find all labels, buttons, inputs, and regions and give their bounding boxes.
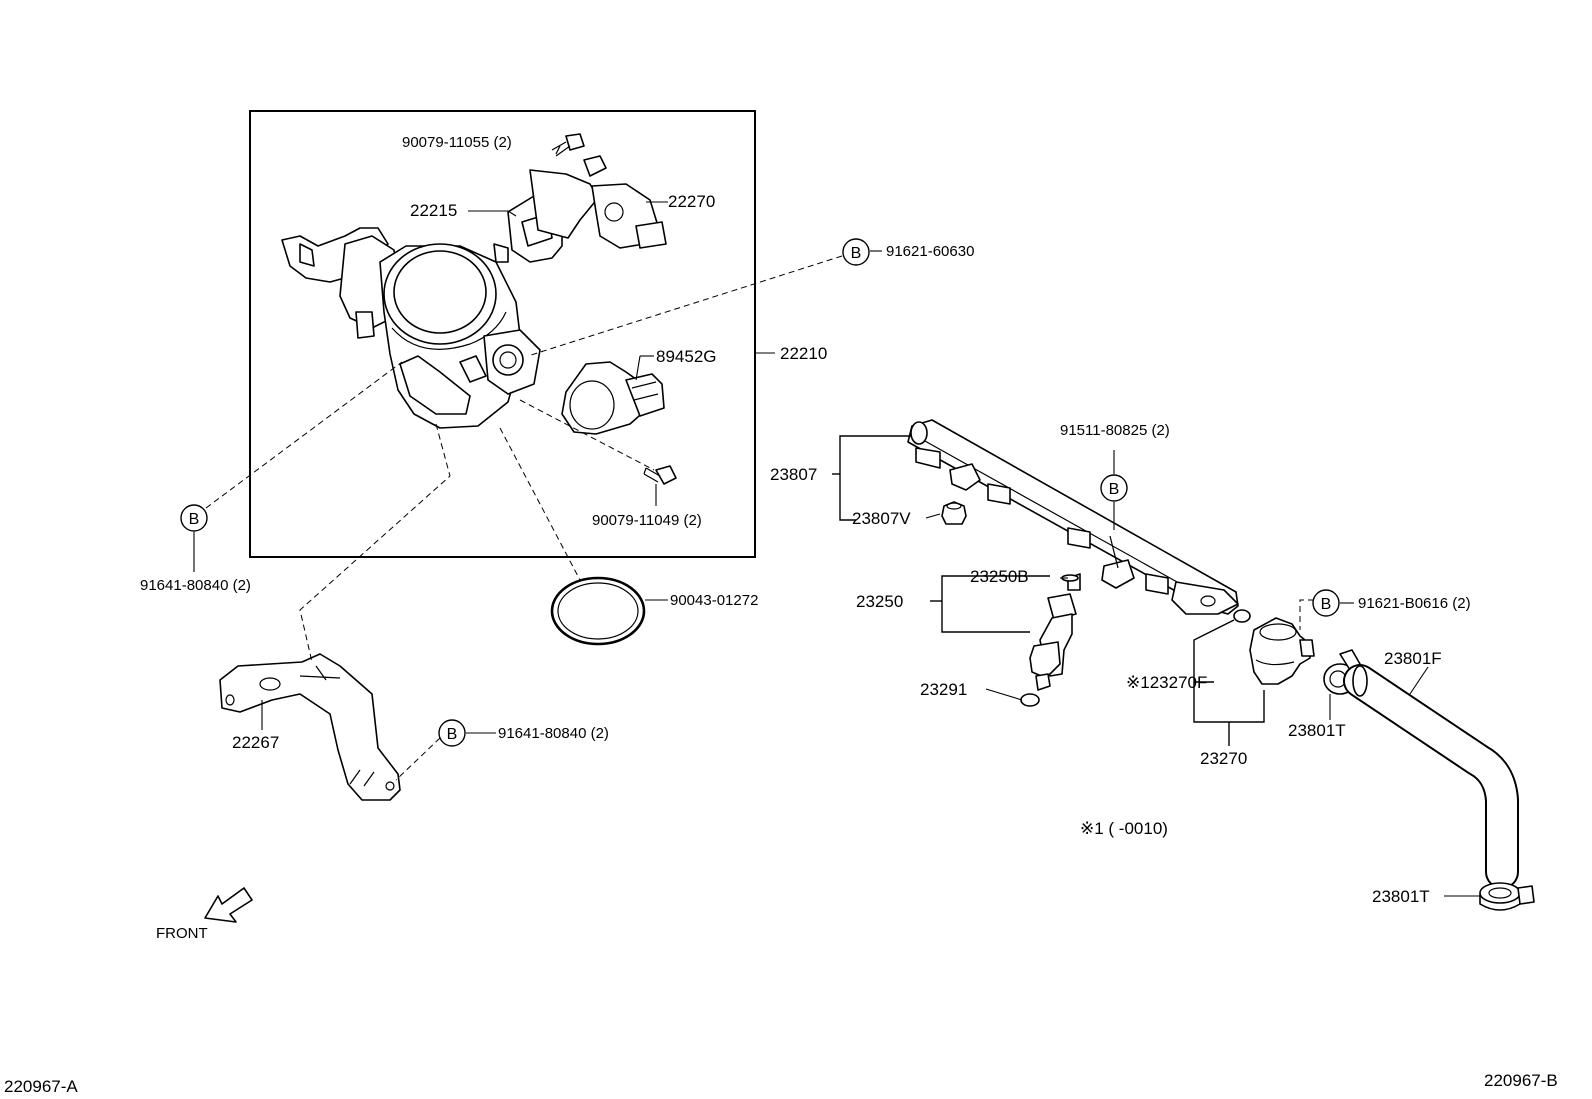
throttle-body-group-frame <box>249 110 756 558</box>
label-23801f: 23801F <box>1384 649 1442 668</box>
dashed-reference-lines <box>205 255 1314 781</box>
seal-23291-drawing <box>1020 693 1040 707</box>
label-123270f: ※123270F <box>1126 673 1207 692</box>
label-22270: 22270 <box>668 192 715 211</box>
ref-b-marker-pipe-letter: B <box>1109 481 1120 498</box>
label-23250: 23250 <box>856 592 903 611</box>
ref-b-marker-regulator: B <box>1312 589 1340 617</box>
ref-b-marker-bracket: B <box>438 719 466 747</box>
label-23250b: 23250B <box>970 567 1029 586</box>
throttle-body-drawing <box>281 227 541 429</box>
label-22267: 22267 <box>232 733 279 752</box>
injector-23250-drawing <box>1029 573 1081 691</box>
label-91511-80825: 91511-80825 (2) <box>1060 422 1170 439</box>
label-ref-code-right: 220967-B <box>1484 1071 1558 1090</box>
ref-b-marker-top-letter: B <box>851 245 862 262</box>
label-ref-code-left: 220967-A <box>4 1077 78 1096</box>
label-91641-80840-left: 91641-80840 (2) <box>140 577 251 594</box>
regulator-seal-drawing <box>1233 609 1251 623</box>
label-90043-01272: 90043-01272 <box>670 592 758 609</box>
label-22215: 22215 <box>410 201 457 220</box>
ref-b-marker-left: B <box>180 504 208 532</box>
isc-valve-22270-drawing <box>529 155 667 249</box>
ref-b-marker-top: B <box>842 238 870 266</box>
front-arrow-icon <box>204 887 253 923</box>
hose-23801f-drawing <box>1343 664 1519 889</box>
label-22210: 22210 <box>780 344 827 363</box>
leader-lines <box>193 201 1480 897</box>
label-91641-80840-bracket: 91641-80840 (2) <box>498 725 609 742</box>
ref-b-marker-bracket-letter: B <box>447 726 458 743</box>
bolt-90079-11049-drawing <box>643 465 677 485</box>
label-23270: 23270 <box>1200 749 1247 768</box>
label-23807v: 23807V <box>852 509 911 528</box>
pressure-regulator-23270-drawing <box>1249 617 1315 685</box>
ref-b-marker-left-letter: B <box>189 511 200 528</box>
ref-b-marker-pipe: B <box>1100 474 1128 502</box>
ref-b-marker-regulator-letter: B <box>1321 596 1332 613</box>
label-23801t-upper: 23801T <box>1288 721 1346 740</box>
bracket-22267-drawing <box>219 653 401 801</box>
label-front: FRONT <box>156 925 208 942</box>
label-91621-b0616: 91621-B0616 (2) <box>1358 595 1471 612</box>
bolt-90079-11055-drawing <box>551 133 585 157</box>
label-23291: 23291 <box>920 680 967 699</box>
group-brackets <box>832 435 1265 746</box>
label-91621-60630: 91621-60630 <box>886 243 974 260</box>
sensor-89452g-drawing <box>561 361 665 435</box>
o-ring-90043-01272-drawing <box>550 576 646 646</box>
label-23801t-lower: 23801T <box>1372 887 1430 906</box>
insulator-23807v-drawing <box>941 501 967 525</box>
delivery-pipe-23807-drawing <box>907 419 1239 615</box>
label-23807: 23807 <box>770 465 817 484</box>
part-labels: 90079-11055 (2) 22215 22270 91621-60630 … <box>4 134 1558 1096</box>
label-90079-11049: 90079-11049 (2) <box>592 512 702 529</box>
label-90079-11055: 90079-11055 (2) <box>402 134 512 151</box>
label-89452g: 89452G <box>656 347 717 366</box>
label-note: ※1 ( -0010) <box>1080 819 1168 838</box>
clip-23801t-lower-drawing <box>1479 882 1535 911</box>
